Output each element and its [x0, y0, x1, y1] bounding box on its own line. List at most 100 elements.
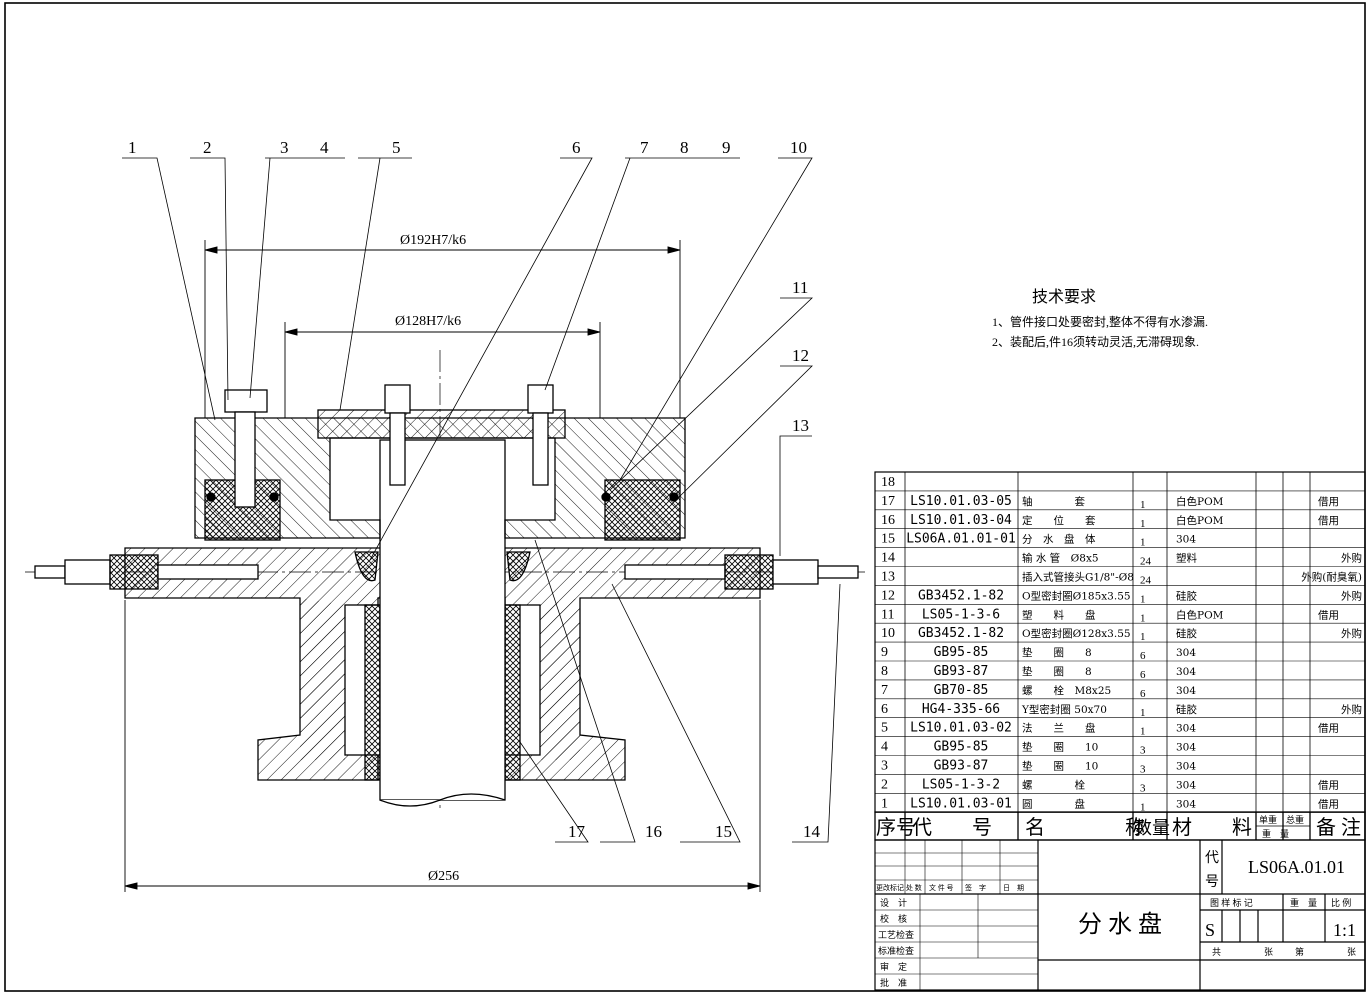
bom-cell-note: 外购: [1341, 627, 1362, 640]
bom-cell-name: 插入式管接头G1/8"-Ø8: [1022, 571, 1134, 584]
bom-cell-note: 外购: [1341, 703, 1362, 716]
bom-cell-name: 塑 料 盘: [1022, 608, 1096, 621]
bom-cell-no: 18: [881, 475, 895, 490]
bom-cell-qty: 24: [1140, 575, 1152, 587]
bom-cell-name: 法 兰 盘: [1022, 722, 1096, 735]
sheet-page-unit-label: 张: [1347, 947, 1356, 957]
code-label-2: 号: [1205, 875, 1219, 890]
balloon-4: 4: [320, 138, 329, 157]
bom-cell-name: 圆 盘: [1022, 797, 1085, 810]
bom-cell-note: 外购: [1341, 552, 1362, 565]
bom-cell-name: 螺 栓 M8x25: [1022, 684, 1111, 697]
dim-outer-fit: Ø192H7/k6: [400, 233, 466, 248]
sheet-unit-label: 张: [1264, 947, 1273, 957]
sheet-total-label: 共: [1212, 947, 1221, 957]
dim-base-dia: Ø256: [428, 869, 459, 884]
bom-header-unit-weight: 单重: [1259, 814, 1277, 825]
bom-cell-no: 8: [881, 664, 888, 679]
bom-cell-qty: 6: [1140, 688, 1146, 700]
bom-cell-code: GB95-85: [934, 645, 989, 660]
bom-cell-no: 17: [881, 494, 895, 509]
bom-cell-no: 10: [881, 626, 895, 641]
leader-lines: [122, 157, 841, 843]
balloon-labels: 1 2 3 4 5 6 7 8 9 10 11 12 13 14 15 16 1…: [128, 138, 821, 841]
bom-cell-code: LS05-1-3-6: [922, 607, 1000, 622]
bom-cell-no: 16: [881, 513, 895, 528]
bom-header-weight: 重 量: [1262, 828, 1289, 839]
signoff-design: 设 计: [880, 897, 907, 908]
bom-cell-code: LS06A.01.01-01: [906, 532, 1016, 547]
signoff-process: 工艺检查: [878, 929, 914, 940]
bom-cell-qty: 1: [1140, 537, 1146, 549]
scale-value: 1:1: [1333, 920, 1356, 940]
bom-cell-name: 分 水 盘 体: [1022, 533, 1096, 546]
bom-cell-code: GB95-85: [934, 740, 989, 755]
bom-cell-material: 304: [1176, 761, 1196, 773]
bom-cell-name: 定 位 套: [1022, 514, 1096, 527]
signoff-approve: 批 准: [880, 977, 907, 988]
bom-cell-material: 硅胶: [1176, 703, 1198, 716]
drawing-title: 分 水 盘: [1078, 911, 1162, 938]
signoff-review: 审 定: [880, 961, 907, 972]
bom-cell-no: 11: [881, 607, 894, 622]
stage-header-mark: 图 样 标 记: [1210, 897, 1253, 908]
bom-cell-code: LS05-1-3-2: [922, 777, 1000, 792]
bom-cell-material: 304: [1176, 534, 1196, 546]
bom-cell-material: 304: [1176, 742, 1196, 754]
bom-cell-qty: 3: [1140, 782, 1146, 794]
bom-cell-code: LS10.01.03-02: [910, 721, 1012, 736]
signoff-standard: 标准检查: [878, 945, 914, 956]
balloon-9: 9: [722, 138, 731, 157]
bom-cell-qty: 6: [1140, 650, 1146, 662]
bom-cell-no: 7: [881, 683, 888, 698]
bom-cell-name: O型密封圈Ø128x3.55: [1022, 627, 1131, 640]
bom-cell-no: 9: [881, 645, 888, 660]
balloon-14: 14: [803, 822, 821, 841]
balloon-2: 2: [203, 138, 212, 157]
bom-cell-code: GB3452.1-82: [918, 626, 1004, 641]
bom-cell-no: 2: [881, 777, 888, 792]
balloon-1: 1: [128, 138, 137, 157]
dim-inner-fit: Ø128H7/k6: [395, 314, 461, 329]
bom-header-code: 代 号: [912, 816, 992, 839]
rev-header-mark: 更改标记: [876, 883, 904, 892]
bom-cell-qty: 1: [1140, 499, 1146, 511]
bom-cell-material: 304: [1176, 685, 1196, 697]
bom-cell-qty: 1: [1140, 593, 1146, 605]
bom-cell-material: 304: [1176, 647, 1196, 659]
stage-header-scale: 比 例: [1331, 897, 1351, 908]
balloon-5: 5: [392, 138, 401, 157]
bom-cell-note: 外购: [1341, 589, 1362, 602]
tech-req-title: 技术要求: [1032, 288, 1096, 306]
bom-cell-qty: 1: [1140, 631, 1146, 643]
signoff-check: 校 核: [880, 913, 907, 924]
bom-cell-no: 5: [881, 721, 888, 736]
title-block-text: 更改标记 处 数 文 件 号 签 字 日 期 设 计 校 核 工艺检查 标准检查…: [876, 850, 1356, 988]
balloon-10: 10: [790, 138, 807, 157]
rev-header-count: 处 数: [906, 883, 922, 892]
bom-cell-qty: 3: [1140, 745, 1146, 757]
stage-header-weight: 重 量: [1290, 897, 1317, 908]
bom-cell-qty: 1: [1140, 801, 1146, 813]
balloon-16: 16: [645, 822, 662, 841]
bom-cell-no: 14: [881, 551, 895, 566]
bom-cell-code: HG4-335-66: [922, 702, 1000, 717]
bom-cell-note: 借用: [1318, 723, 1339, 735]
bom-cell-name: 螺 栓: [1022, 778, 1085, 791]
dimension-lines: [124, 240, 761, 892]
balloon-15: 15: [715, 822, 732, 841]
bom-cell-qty: 6: [1140, 669, 1146, 681]
bom-cell-no: 12: [881, 588, 895, 603]
bom-cell-name: 垫 圈 10: [1022, 741, 1098, 754]
bom-cell-material: 硅胶: [1176, 589, 1198, 602]
bom-cell-material: 白色POM: [1176, 495, 1224, 508]
bom-cell-code: LS10.01.03-05: [910, 494, 1012, 509]
bom-header-no: 序号: [876, 816, 916, 839]
bom-cell-material: 304: [1176, 723, 1196, 735]
balloon-11: 11: [792, 278, 808, 297]
bom-header-total-weight: 总重: [1286, 814, 1304, 825]
bom-cell-name: 轴 套: [1022, 495, 1085, 508]
bom-cell-qty: 3: [1140, 764, 1146, 776]
bom-cell-code: GB3452.1-82: [918, 588, 1004, 603]
